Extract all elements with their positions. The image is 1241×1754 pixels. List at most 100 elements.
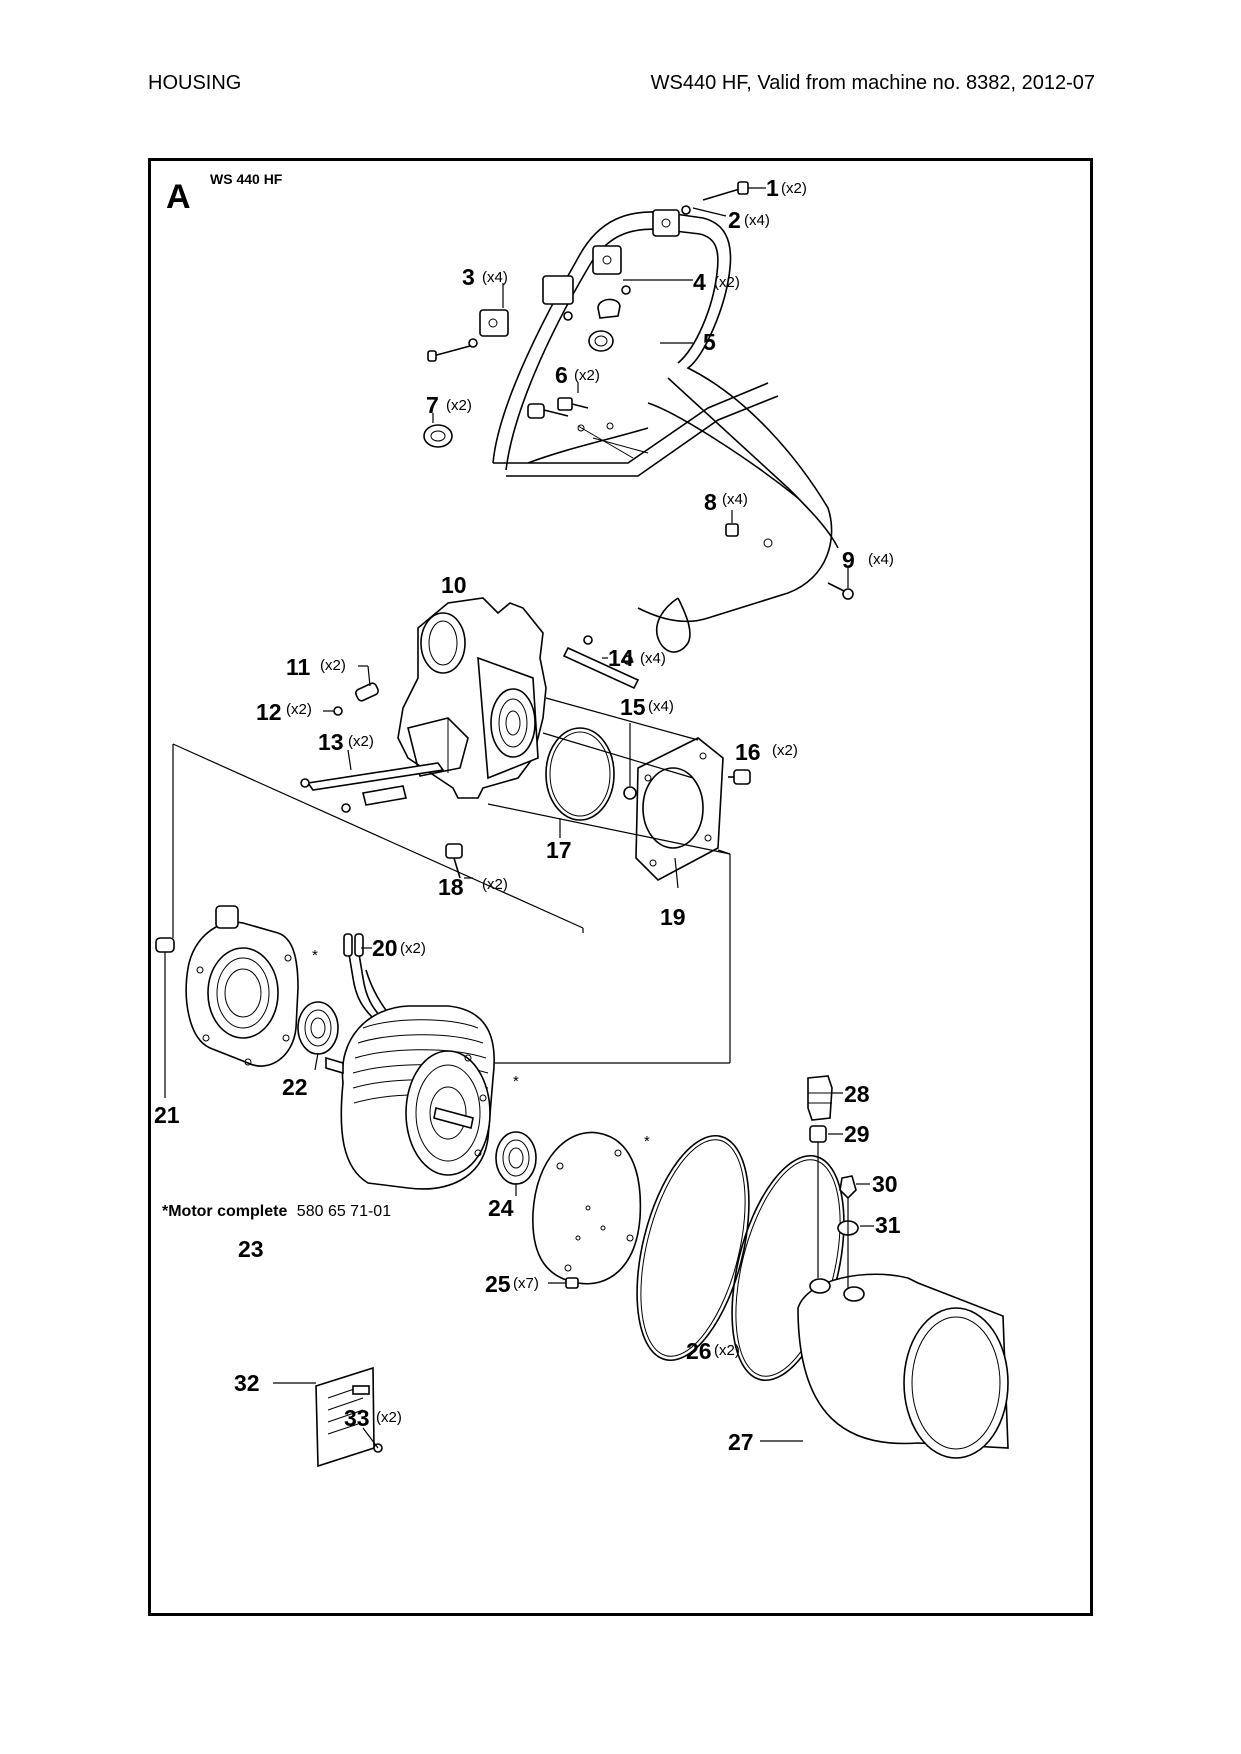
svg-text:6: 6 [555, 362, 568, 388]
callout-28: 28 [844, 1081, 870, 1107]
callout-2: 2 (x4) [728, 207, 770, 233]
svg-text:11: 11 [286, 654, 311, 680]
callout-30: 30 [872, 1171, 898, 1197]
callout-9: 9 (x4) [842, 547, 894, 573]
gear-housing [397, 597, 547, 799]
svg-text:15: 15 [620, 694, 646, 720]
callout-17: 17 [546, 837, 572, 863]
svg-text:(x2): (x2) [286, 701, 312, 718]
bolt-9 [827, 582, 854, 600]
callout-21: 21 [154, 1102, 180, 1128]
callout-3: 3 (x4) [462, 264, 508, 290]
svg-text:9: 9 [842, 547, 855, 573]
model-label: WS 440 HF [210, 171, 283, 187]
bearing-24 [495, 1131, 537, 1185]
svg-text:(x2): (x2) [400, 940, 426, 957]
svg-text:(x4): (x4) [744, 212, 770, 229]
callout-27: 27 [728, 1429, 754, 1455]
svg-text:(x4): (x4) [482, 269, 508, 286]
callout-16: 16 (x2) [735, 739, 798, 765]
callout-18: 18 (x2) [438, 874, 508, 900]
bearing-22 [297, 1001, 339, 1055]
model-validity: WS440 HF, Valid from machine no. 8382, 2… [650, 72, 1095, 94]
svg-text:31: 31 [875, 1212, 901, 1238]
svg-text:12: 12 [256, 699, 282, 725]
screw-16 [728, 769, 751, 785]
callout-8: 8 (x4) [704, 489, 748, 515]
svg-text:(x2): (x2) [320, 657, 346, 674]
leader-lines [273, 187, 874, 1449]
callout-6: 6 (x2) [555, 362, 600, 388]
callout-33: 33 (x2) [344, 1405, 402, 1431]
cap-4 [597, 298, 621, 319]
screw-15 [623, 786, 637, 800]
svg-text:32: 32 [234, 1370, 260, 1396]
svg-text:(x4): (x4) [640, 650, 666, 667]
svg-text:5: 5 [703, 329, 716, 355]
callout-23: 23 [238, 1236, 264, 1262]
motor-complete-note: *Motor complete 580 65 71-01 [162, 1203, 391, 1220]
asterisk-end-cover: * [312, 947, 318, 964]
svg-text:30: 30 [872, 1171, 898, 1197]
callout-26: 26 (x2) [686, 1338, 740, 1364]
rating-plate-32 [315, 1366, 383, 1468]
bolt-6 [527, 397, 589, 419]
svg-text:3: 3 [462, 264, 475, 290]
svg-text:(x2): (x2) [482, 876, 508, 893]
frame-handle [492, 211, 839, 653]
callout-31: 31 [875, 1212, 901, 1238]
page-title: HOUSING [148, 72, 242, 94]
motor-body [325, 1005, 495, 1190]
svg-text:1: 1 [766, 175, 779, 201]
callout-32: 32 [234, 1370, 260, 1396]
svg-text:23: 23 [238, 1236, 264, 1262]
callout-25: 25 (x7) [485, 1271, 539, 1297]
svg-text:10: 10 [441, 572, 467, 598]
svg-text:33: 33 [344, 1405, 370, 1431]
callout-14: 14 (x4) [608, 645, 666, 671]
svg-text:8: 8 [704, 489, 717, 515]
oring-17 [545, 727, 615, 821]
screw-21 [155, 937, 175, 1098]
pin-11 [333, 682, 379, 716]
diagram-frame [148, 158, 1093, 1616]
section-letter: A [166, 178, 191, 216]
svg-text:17: 17 [546, 837, 572, 863]
clamp-blocks [479, 209, 680, 337]
svg-text:(x4): (x4) [648, 698, 674, 715]
svg-text:21: 21 [154, 1102, 180, 1128]
callout-1: 1 (x2) [766, 175, 807, 201]
svg-text:(x2): (x2) [714, 1342, 740, 1359]
svg-text:29: 29 [844, 1121, 870, 1147]
svg-text:(x2): (x2) [714, 274, 740, 291]
callout-4: 4 (x2) [693, 269, 740, 295]
svg-text:27: 27 [728, 1429, 754, 1455]
svg-text:28: 28 [844, 1081, 870, 1107]
svg-text:26: 26 [686, 1338, 712, 1364]
svg-text:(x4): (x4) [868, 551, 894, 568]
fittings [807, 1075, 859, 1288]
svg-text:16: 16 [735, 739, 761, 765]
svg-text:(x2): (x2) [772, 742, 798, 759]
callout-24: 24 [488, 1195, 514, 1221]
callout-19: 19 [660, 904, 686, 930]
strip-14 [562, 635, 640, 690]
svg-text:19: 19 [660, 904, 686, 930]
svg-text:14: 14 [608, 645, 634, 671]
callout-5: 5 [703, 329, 716, 355]
svg-text:(x7): (x7) [513, 1275, 539, 1292]
svg-text:22: 22 [282, 1074, 308, 1100]
cooling-jacket-27 [797, 1273, 1009, 1459]
svg-text:(x2): (x2) [348, 733, 374, 750]
callout-22: 22 [282, 1074, 308, 1100]
callout-11: 11 (x2) [286, 654, 346, 680]
grommets [423, 330, 614, 448]
bolts-top [427, 181, 749, 362]
callout-7: 7 (x2) [426, 392, 472, 418]
svg-text:(x2): (x2) [781, 180, 807, 197]
svg-text:25: 25 [485, 1271, 511, 1297]
exploded-parts-diagram: A WS 440 HF [154, 171, 1009, 1468]
callout-29: 29 [844, 1121, 870, 1147]
flange-19 [635, 737, 724, 881]
svg-text:2: 2 [728, 207, 741, 233]
